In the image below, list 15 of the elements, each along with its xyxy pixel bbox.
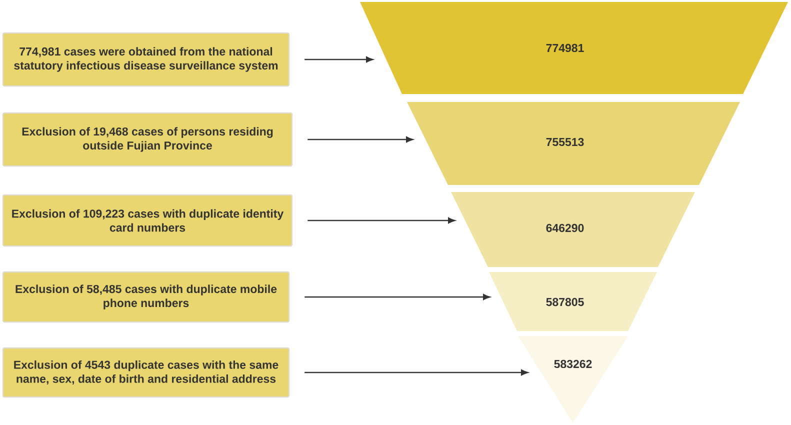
arrow xyxy=(308,136,414,142)
step-box: Exclusion of 4543 duplicate cases with the same name, sex, date of birth and residential address xyxy=(2,347,290,398)
funnel-segment: 583262 xyxy=(518,336,628,423)
arrow xyxy=(304,370,528,376)
step-box: 774,981 cases were obtained from the national statutory infectious disease surveillance system xyxy=(2,32,290,87)
funnel-segment: 774981 xyxy=(360,2,788,94)
funnel-segment: 587805 xyxy=(489,272,658,331)
arrow xyxy=(304,56,374,62)
arrow xyxy=(308,218,456,224)
funnel-segment: 646290 xyxy=(451,192,696,267)
step-box: Exclusion of 19,468 cases of persons residing outside Fujian Province xyxy=(2,112,293,167)
step-box: Exclusion of 109,223 cases with duplicate identity card numbers xyxy=(2,194,293,247)
step-box: Exclusion of 58,485 cases with duplicate mobile phone numbers xyxy=(2,271,290,323)
arrow xyxy=(304,294,490,300)
funnel-segment: 755513 xyxy=(407,102,740,185)
